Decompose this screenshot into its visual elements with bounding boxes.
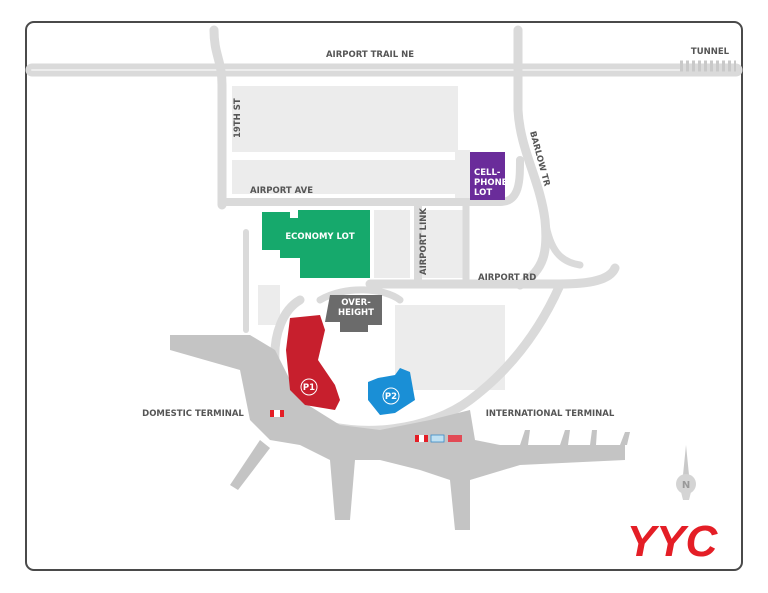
- p1-lot[interactable]: [286, 315, 340, 410]
- label-airport-ave: AIRPORT AVE: [250, 186, 313, 196]
- north-compass-icon: N: [676, 445, 696, 500]
- terminal-buildings: [170, 335, 630, 530]
- label-airport-trail: AIRPORT TRAIL NE: [326, 50, 414, 60]
- label-domestic-terminal: DOMESTIC TERMINAL: [142, 409, 244, 419]
- yyc-logo: YYC: [627, 517, 719, 566]
- label-19th-st: 19TH ST: [233, 98, 243, 138]
- canada-flag-icon-intl: [415, 435, 428, 442]
- label-airport-rd: AIRPORT RD: [478, 273, 536, 283]
- label-overheight-1: OVER-: [341, 298, 371, 308]
- label-international-terminal: INTERNATIONAL TERMINAL: [486, 409, 615, 419]
- p2-badge: [382, 387, 400, 405]
- preclearance-icon: [430, 434, 445, 443]
- canada-flag-icon: [270, 410, 284, 417]
- label-tunnel: TUNNEL: [691, 47, 730, 57]
- cellphone-lot[interactable]: [470, 152, 505, 200]
- label-airport-link: AIRPORT LINK: [419, 208, 429, 275]
- building-blocks: [232, 86, 505, 390]
- economy-lot[interactable]: [262, 210, 370, 278]
- label-p1: P1: [303, 383, 315, 393]
- us-flag-icon: [448, 435, 462, 442]
- overheight-lot[interactable]: [325, 295, 382, 332]
- label-p2: P2: [385, 392, 397, 402]
- label-economy-lot: ECONOMY LOT: [285, 232, 355, 242]
- svg-text:N: N: [682, 480, 690, 491]
- label-cellphone-2: PHONE: [474, 178, 508, 188]
- label-cellphone-3: LOT: [474, 188, 492, 198]
- roads: [25, 25, 743, 435]
- p2-lot[interactable]: [368, 368, 415, 415]
- label-overheight-2: HEIGHT: [338, 308, 374, 318]
- label-cellphone-1: CELL-: [474, 168, 501, 178]
- p1-badge: [300, 378, 318, 396]
